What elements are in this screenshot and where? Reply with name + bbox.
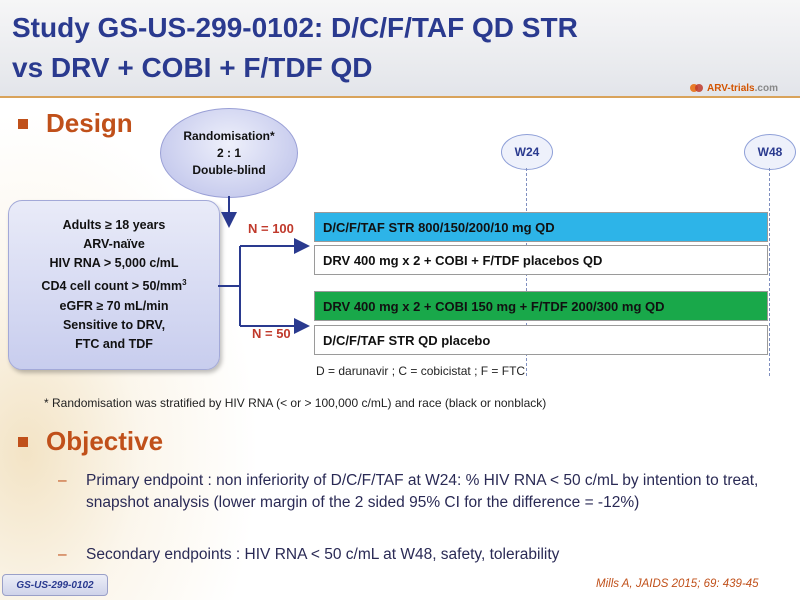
randomisation-footnote: * Randomisation was stratified by HIV RN…	[44, 396, 547, 410]
arm2-n-label: N = 50	[252, 326, 291, 341]
arm2-active-row: DRV 400 mg x 2 + COBI 150 mg + F/TDF 200…	[314, 291, 768, 321]
randomisation-blinding: Double-blind	[192, 162, 266, 177]
population-cd4: CD4 cell count > 50/mm3	[41, 278, 187, 294]
slide-title-line-1: Study GS-US-299-0102: D/C/F/TAF QD STR	[12, 12, 578, 43]
title-band: Study GS-US-299-0102: D/C/F/TAF QD STR v…	[0, 0, 800, 96]
primary-endpoint-text: Primary endpoint : non inferiority of D/…	[86, 472, 759, 511]
bullet-square-icon	[18, 436, 28, 447]
bullet-square-icon	[18, 118, 28, 129]
randomisation-label: Randomisation*	[183, 128, 275, 143]
population-egfr: eGFR ≥ 70 mL/min	[59, 298, 169, 313]
population-hiv-rna: HIV RNA > 5,000 c/mL	[49, 256, 179, 271]
randomisation-bubble: Randomisation* 2 : 1 Double-blind	[160, 108, 298, 198]
primary-endpoint: – Primary endpoint : non inferiority of …	[58, 470, 788, 514]
arm1-n-label: N = 100	[248, 221, 294, 236]
week-48-line	[769, 168, 770, 376]
population-sensitive-drugs: FTC and TDF	[75, 336, 153, 351]
design-heading: Design	[18, 108, 133, 139]
arm2-placebo-row: D/C/F/TAF STR QD placebo	[314, 325, 768, 355]
objective-heading: Objective	[18, 426, 163, 457]
logo-text: ARV-trials.com	[707, 82, 778, 94]
week-48-badge: W48	[744, 134, 796, 170]
population-sensitive: Sensitive to DRV,	[62, 317, 166, 332]
arm1-active-row: D/C/F/TAF STR 800/150/200/10 mg QD	[314, 212, 768, 242]
week-24-badge: W24	[501, 134, 553, 170]
randomisation-ratio: 2 : 1	[216, 145, 241, 160]
arv-trials-logo: ARV-trials.com	[690, 80, 778, 96]
dash-bullet-icon: –	[58, 472, 67, 489]
secondary-endpoint: – Secondary endpoints : HIV RNA < 50 c/m…	[58, 544, 788, 566]
study-id-badge: GS-US-299-0102	[2, 574, 108, 596]
logo-mark-icon	[690, 83, 704, 93]
population-age: Adults ≥ 18 years	[62, 218, 166, 233]
abbreviations: D = darunavir ; C = cobicistat ; F = FTC	[316, 364, 526, 378]
dash-bullet-icon: –	[58, 546, 67, 563]
population-arv: ARV-naïve	[83, 237, 145, 252]
title-divider	[0, 96, 800, 98]
arm1-placebo-row: DRV 400 mg x 2 + COBI + F/TDF placebos Q…	[314, 245, 768, 275]
secondary-endpoint-text: Secondary endpoints : HIV RNA < 50 c/mL …	[86, 546, 560, 563]
population-box: Adults ≥ 18 years ARV-naïve HIV RNA > 5,…	[8, 200, 220, 370]
citation: Mills A, JAIDS 2015; 69: 439-45	[596, 578, 759, 590]
slide-title: Study GS-US-299-0102: D/C/F/TAF QD STR v…	[12, 8, 712, 88]
slide-title-line-2: vs DRV + COBI + F/TDF QD	[12, 52, 373, 83]
